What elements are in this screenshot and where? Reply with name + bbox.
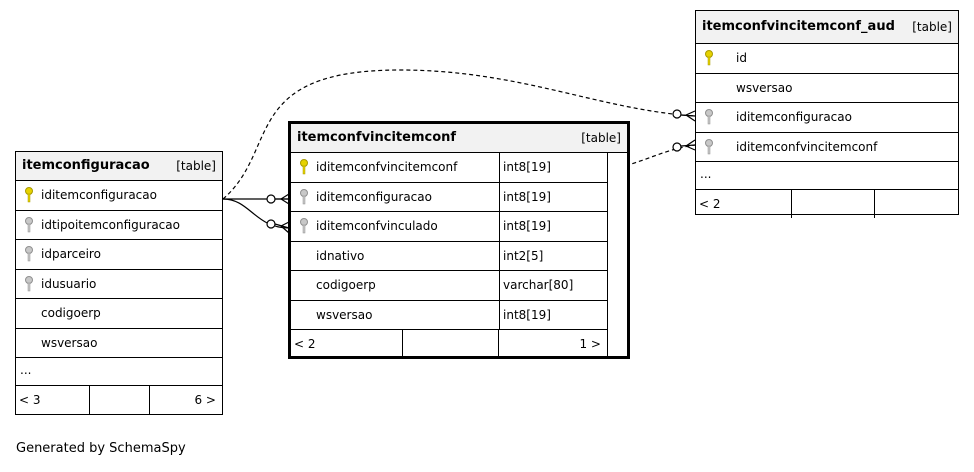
column-name: id xyxy=(736,51,747,65)
foreign-key-icon xyxy=(24,216,34,233)
parents-count-cell[interactable]: < 2 xyxy=(696,190,792,218)
column-name: idnativo xyxy=(316,248,365,263)
table-footer: < 3 6 > xyxy=(16,386,222,414)
table-row[interactable]: idtipoitemconfiguracao xyxy=(16,211,222,240)
table-name: itemconfvincitemconf xyxy=(297,130,457,145)
table-itemconfvincitemconf[interactable]: itemconfvincitemconf [table] iditemconfv… xyxy=(288,121,630,359)
table-row[interactable]: codigoerp varchar[80] xyxy=(291,271,607,301)
table-type: [table] xyxy=(912,20,952,34)
foreign-key-icon xyxy=(299,218,309,234)
column-name: wsversao xyxy=(736,80,793,95)
table-row[interactable]: iditemconfiguracao int8[19] xyxy=(291,182,607,212)
foreign-key-icon xyxy=(704,109,714,125)
relationship-line-aud-iditemconfiguracao xyxy=(222,69,696,200)
foreign-key-icon xyxy=(24,275,34,292)
table-footer: < 2 1 > xyxy=(291,330,607,357)
table-type: [table] xyxy=(581,131,621,145)
crowfoot-marker xyxy=(672,109,696,152)
relationship-line-iditemconfvinculado xyxy=(222,198,290,229)
column-name: iditemconfiguracao xyxy=(41,188,157,202)
table-itemconfiguracao[interactable]: itemconfiguracao [table] iditemconfigura… xyxy=(15,151,223,415)
table-itemconfvincitemconf-aud[interactable]: itemconfvincitemconf_aud [table] id wsve… xyxy=(695,10,959,218)
table-name: itemconfiguracao xyxy=(22,158,150,173)
rows-count-cell xyxy=(90,386,150,414)
more-columns-ellipsis: ... xyxy=(696,162,958,190)
column-name: iditemconfiguracao xyxy=(736,110,852,124)
table-name: itemconfvincitemconf_aud xyxy=(702,19,895,34)
table-header: itemconfvincitemconf [table] xyxy=(291,124,627,153)
table-row[interactable]: wsversao xyxy=(696,74,958,103)
table-row[interactable]: codigoerp xyxy=(16,299,222,329)
table-row[interactable]: iditemconfiguracao xyxy=(16,181,222,211)
table-row[interactable]: idnativo int2[5] xyxy=(291,241,607,271)
column-name: idtipoitemconfiguracao xyxy=(41,217,180,232)
rows-count-cell xyxy=(403,330,499,357)
crowfoot-marker xyxy=(266,193,290,234)
column-name: idparceiro xyxy=(41,247,101,261)
column-type: int8[19] xyxy=(503,160,551,174)
primary-key-icon xyxy=(24,187,34,203)
table-row[interactable]: wsversao xyxy=(16,329,222,358)
table-footer: < 2 xyxy=(696,190,958,218)
table-row[interactable]: iditemconfvincitemconf int8[19] xyxy=(291,153,607,183)
children-count-cell[interactable]: 1 > xyxy=(579,337,601,351)
column-name: wsversao xyxy=(316,307,373,322)
table-row[interactable]: id xyxy=(696,44,958,74)
table-header: itemconfiguracao [table] xyxy=(16,152,222,181)
children-count-cell[interactable] xyxy=(875,190,958,218)
column-type: int2[5] xyxy=(503,248,544,263)
table-row[interactable]: wsversao int8[19] xyxy=(291,300,607,330)
table-row[interactable]: idusuario xyxy=(16,270,222,299)
column-name: iditemconfvincitemconf xyxy=(736,139,878,154)
table-row[interactable]: iditemconfvincitemconf xyxy=(696,133,958,162)
foreign-key-icon xyxy=(704,138,714,155)
table-type: [table] xyxy=(176,159,216,173)
column-type: int8[19] xyxy=(503,219,551,233)
children-count-cell[interactable]: 6 > xyxy=(194,393,216,407)
table-row[interactable]: idparceiro xyxy=(16,240,222,270)
column-name: iditemconfvinculado xyxy=(316,219,438,233)
column-type: int8[19] xyxy=(503,189,551,204)
table-header: itemconfvincitemconf_aud [table] xyxy=(696,11,958,44)
column-name: codigoerp xyxy=(41,306,101,320)
primary-key-icon xyxy=(704,50,714,66)
column-name: iditemconfvincitemconf xyxy=(316,160,458,174)
column-name: iditemconfiguracao xyxy=(316,189,432,204)
rows-count-cell xyxy=(792,190,875,218)
generated-by-caption: Generated by SchemaSpy xyxy=(16,441,186,456)
foreign-key-icon xyxy=(299,188,309,205)
table-row[interactable]: iditemconfiguracao xyxy=(696,103,958,133)
more-columns-ellipsis: ... xyxy=(16,358,222,386)
parents-count-cell[interactable]: < 3 xyxy=(16,386,90,414)
foreign-key-icon xyxy=(24,246,34,262)
column-name: idusuario xyxy=(41,276,97,291)
table-row[interactable]: iditemconfvinculado int8[19] xyxy=(291,212,607,242)
primary-key-icon xyxy=(299,159,309,175)
column-divider xyxy=(607,153,608,356)
column-type: varchar[80] xyxy=(503,278,574,292)
column-type: int8[19] xyxy=(503,307,551,322)
parents-count-cell[interactable]: < 2 xyxy=(291,330,403,357)
column-name: codigoerp xyxy=(316,278,376,292)
column-name: wsversao xyxy=(41,335,98,350)
